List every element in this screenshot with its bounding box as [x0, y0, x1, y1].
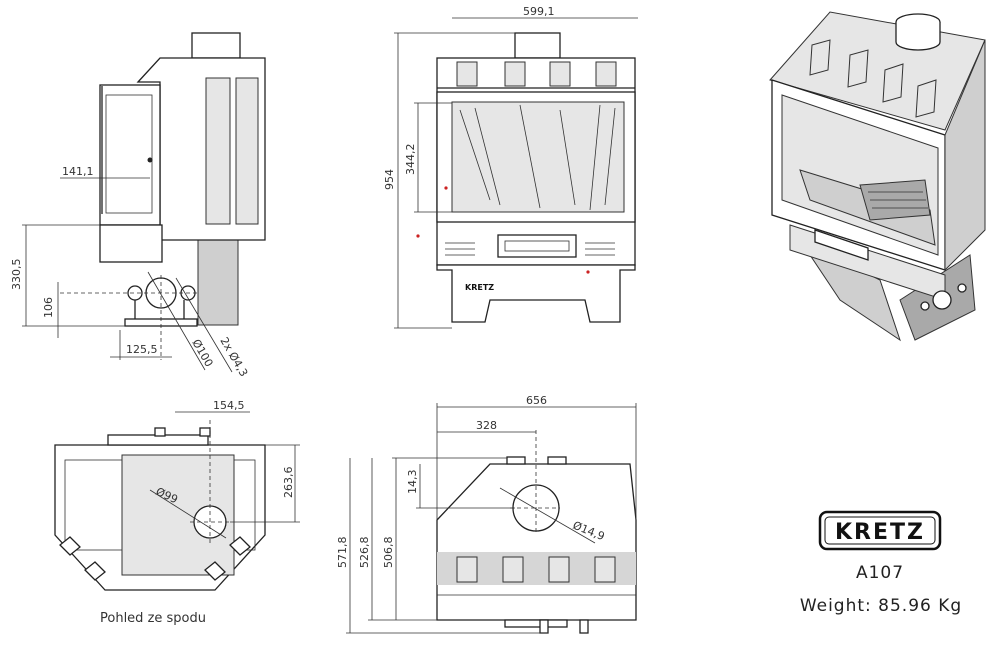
top-view: Ø14,9 656 328 14,3 506,8 526,8 571,8 — [336, 394, 637, 634]
dim-flue-100: Ø100 — [189, 337, 215, 369]
brand-logo-frame — [818, 510, 942, 551]
dim-106: 106 — [42, 297, 55, 318]
dim-526-8: 526,8 — [358, 537, 371, 569]
brand-logo: KRETZ — [835, 520, 925, 545]
dim-506-8: 506,8 — [382, 537, 395, 569]
hole-left — [127, 285, 143, 301]
bottom-view: 154,5 263,6 Ø99 Pohled ze spodu — [54, 399, 300, 626]
dim-263-6: 263,6 — [282, 467, 295, 499]
dim-141-1: 141,1 — [62, 165, 94, 178]
front-brand-plate: KRETZ — [465, 283, 494, 292]
iso-side — [944, 39, 986, 272]
dim-954: 954 — [383, 169, 396, 190]
side-panel-1 — [205, 77, 231, 225]
model-name: A107 — [856, 563, 904, 583]
dim-328: 328 — [476, 419, 497, 432]
dim-656: 656 — [526, 394, 547, 407]
bottom-view-caption: Pohled ze spodu — [100, 611, 206, 626]
side-flue-column — [197, 239, 239, 326]
side-ash-box — [99, 224, 163, 263]
side-door — [99, 84, 161, 226]
side-chimney — [191, 32, 241, 59]
front-base — [436, 264, 636, 323]
info-block: KRETZ A107 Weight: 85.96 Kg — [800, 510, 962, 616]
dim-14-3: 14,3 — [406, 470, 419, 495]
door-handle — [147, 157, 153, 163]
dim-599-1: 599,1 — [523, 5, 555, 18]
side-panel-2 — [235, 77, 259, 225]
dim-344-2: 344,2 — [404, 144, 417, 176]
front-view: KRETZ 599,1 954 344,2 — [383, 5, 638, 329]
weight-label: Weight: 85.96 Kg — [800, 596, 962, 616]
isometric-view — [769, 11, 986, 342]
dim-holes-4-3: 2x Ø4,3 — [217, 335, 250, 379]
side-view: 141,1 330,5 106 125,5 Ø100 2x Ø4,3 — [10, 32, 266, 379]
dim-154-5: 154,5 — [213, 399, 245, 412]
front-ash-drawer — [497, 234, 577, 258]
dim-125-5: 125,5 — [126, 343, 158, 356]
dim-330-5: 330,5 — [10, 259, 23, 291]
front-chimney — [514, 32, 561, 59]
dim-571-8: 571,8 — [336, 537, 349, 569]
side-body — [136, 57, 266, 241]
